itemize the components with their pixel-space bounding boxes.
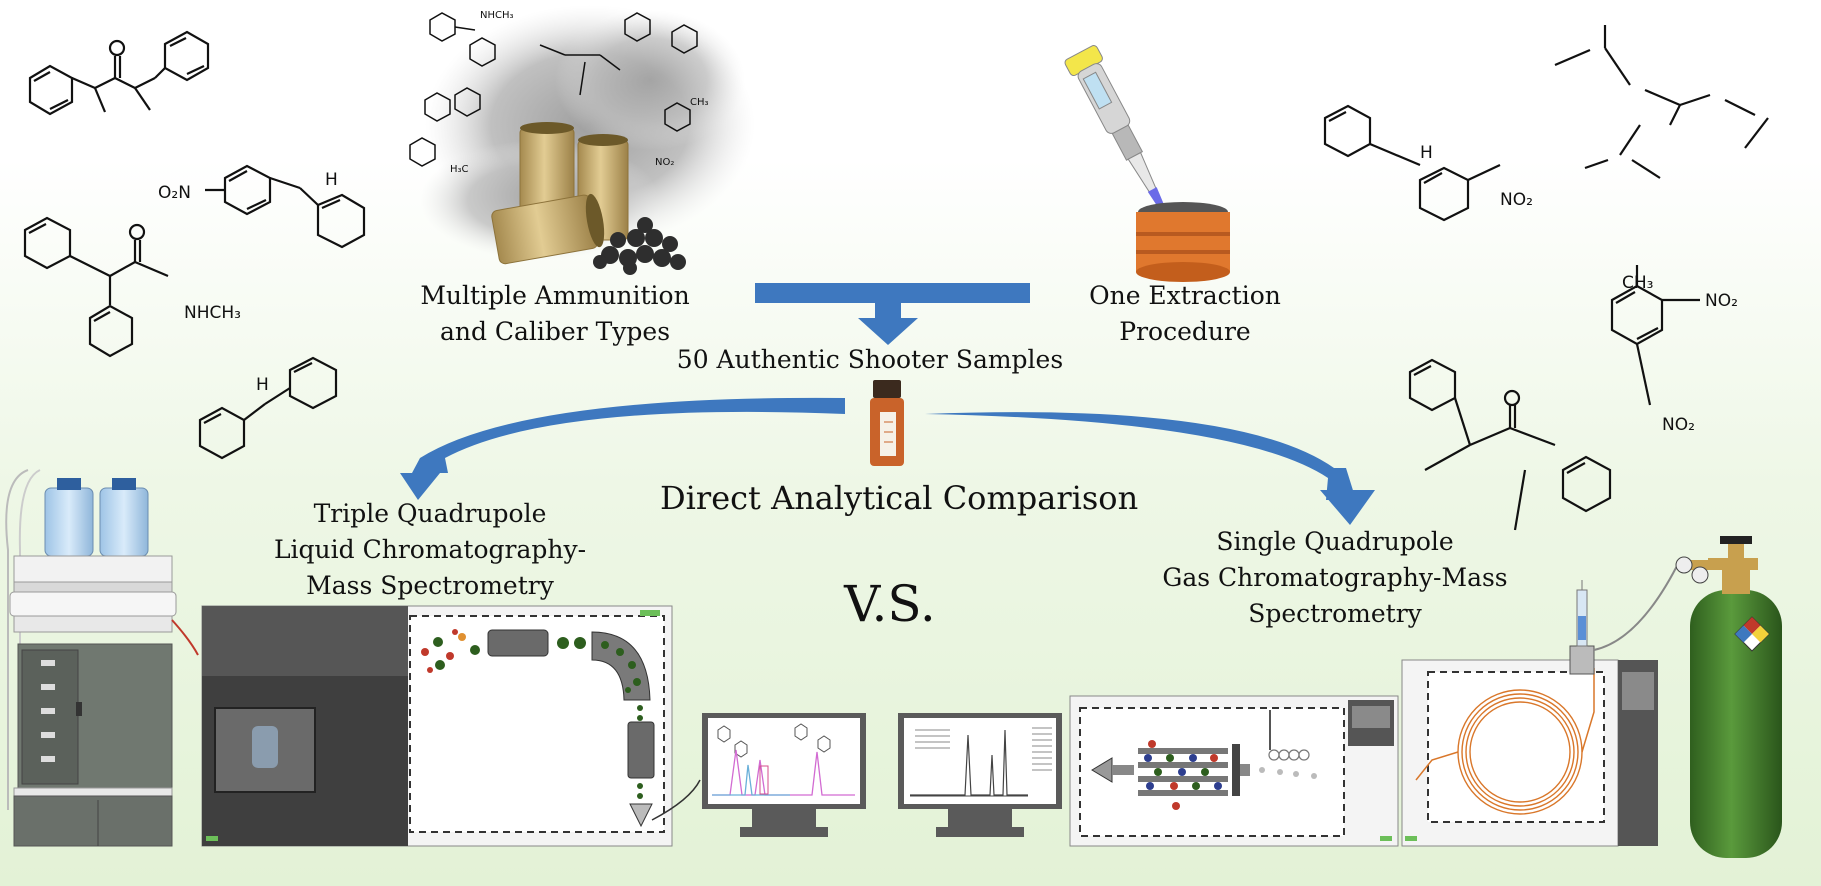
chem-no2-top: NO₂ <box>1705 291 1738 311</box>
chem-h-3: H <box>1420 143 1433 163</box>
chem-4-nitrodiphenylamine <box>205 164 366 249</box>
lcms-label: Triple Quadrupole Liquid Chromatography-… <box>260 496 600 604</box>
chem-structures <box>23 25 1769 531</box>
gcms-instrument <box>1069 536 1782 858</box>
extraction-label-line1: One Extraction <box>1089 281 1281 310</box>
comparison-label: Direct Analytical Comparison <box>660 479 1139 517</box>
lcms-label-line2: Liquid Chromatography- <box>273 535 587 564</box>
vs-label: V.S. <box>844 575 936 633</box>
gcms-label: Single Quadrupole Gas Chromatography-Mas… <box>1160 524 1510 632</box>
lcms-label-line1: Triple Quadrupole <box>313 499 547 528</box>
chem-nhch3: NHCH₃ <box>184 303 241 323</box>
ammunition-illustration <box>409 5 755 275</box>
chem-akardite <box>23 216 169 358</box>
flow-arrows <box>400 283 1375 525</box>
chem-2-nitrodiphenylamine <box>1323 104 1501 222</box>
chem-no2-bottom: NO₂ <box>1662 415 1695 435</box>
gcms-label-line1: Single Quadrupole <box>1216 527 1454 556</box>
extraction-illustration <box>1064 45 1230 282</box>
lcms-instrument <box>201 605 701 847</box>
ammunition-label-line2: and Caliber Types <box>439 317 671 346</box>
monitor-lcms-results <box>702 713 866 837</box>
chem-nhch3-small: NHCH₃ <box>480 10 514 21</box>
chem-ch3: CH₃ <box>1622 273 1653 293</box>
lc-module-stack <box>5 469 199 847</box>
chem-diphenylamine <box>198 356 338 460</box>
chem-h3c-small: H₃C <box>450 164 469 175</box>
chem-h-1: H <box>325 170 338 190</box>
chem-ethyl-centralite <box>28 30 210 116</box>
samples-label: 50 Authentic Shooter Samples <box>676 345 1064 374</box>
lcms-label-line3: Mass Spectrometry <box>306 571 554 600</box>
chem-ethyl-centralite-right <box>1408 358 1612 531</box>
chem-ch3-small: CH₃ <box>690 97 709 108</box>
chem-h-2: H <box>256 375 269 395</box>
monitor-gcms-results <box>898 713 1062 837</box>
chem-no2-right: NO₂ <box>1500 190 1533 210</box>
extraction-label: One Extraction Procedure <box>1070 278 1300 350</box>
gcms-label-line3: Spectrometry <box>1248 599 1422 628</box>
ammunition-label-line1: Multiple Ammunition <box>420 281 690 310</box>
chem-2-4-dinitrotoluene <box>1610 265 1700 406</box>
sample-vial <box>870 380 904 466</box>
extraction-label-line2: Procedure <box>1119 317 1251 346</box>
chem-o2n: O₂N <box>158 183 191 203</box>
chem-no2-small: NO₂ <box>655 157 674 168</box>
chem-labels: NHCH₃ O₂N H H H NO₂ CH₃ NO₂ NO₂ NHCH₃ CH… <box>158 10 1738 435</box>
chem-nitroglycerin <box>1554 25 1769 179</box>
gcms-label-line2: Gas Chromatography-Mass <box>1162 563 1508 592</box>
ammunition-label: Multiple Ammunition and Caliber Types <box>400 278 710 350</box>
